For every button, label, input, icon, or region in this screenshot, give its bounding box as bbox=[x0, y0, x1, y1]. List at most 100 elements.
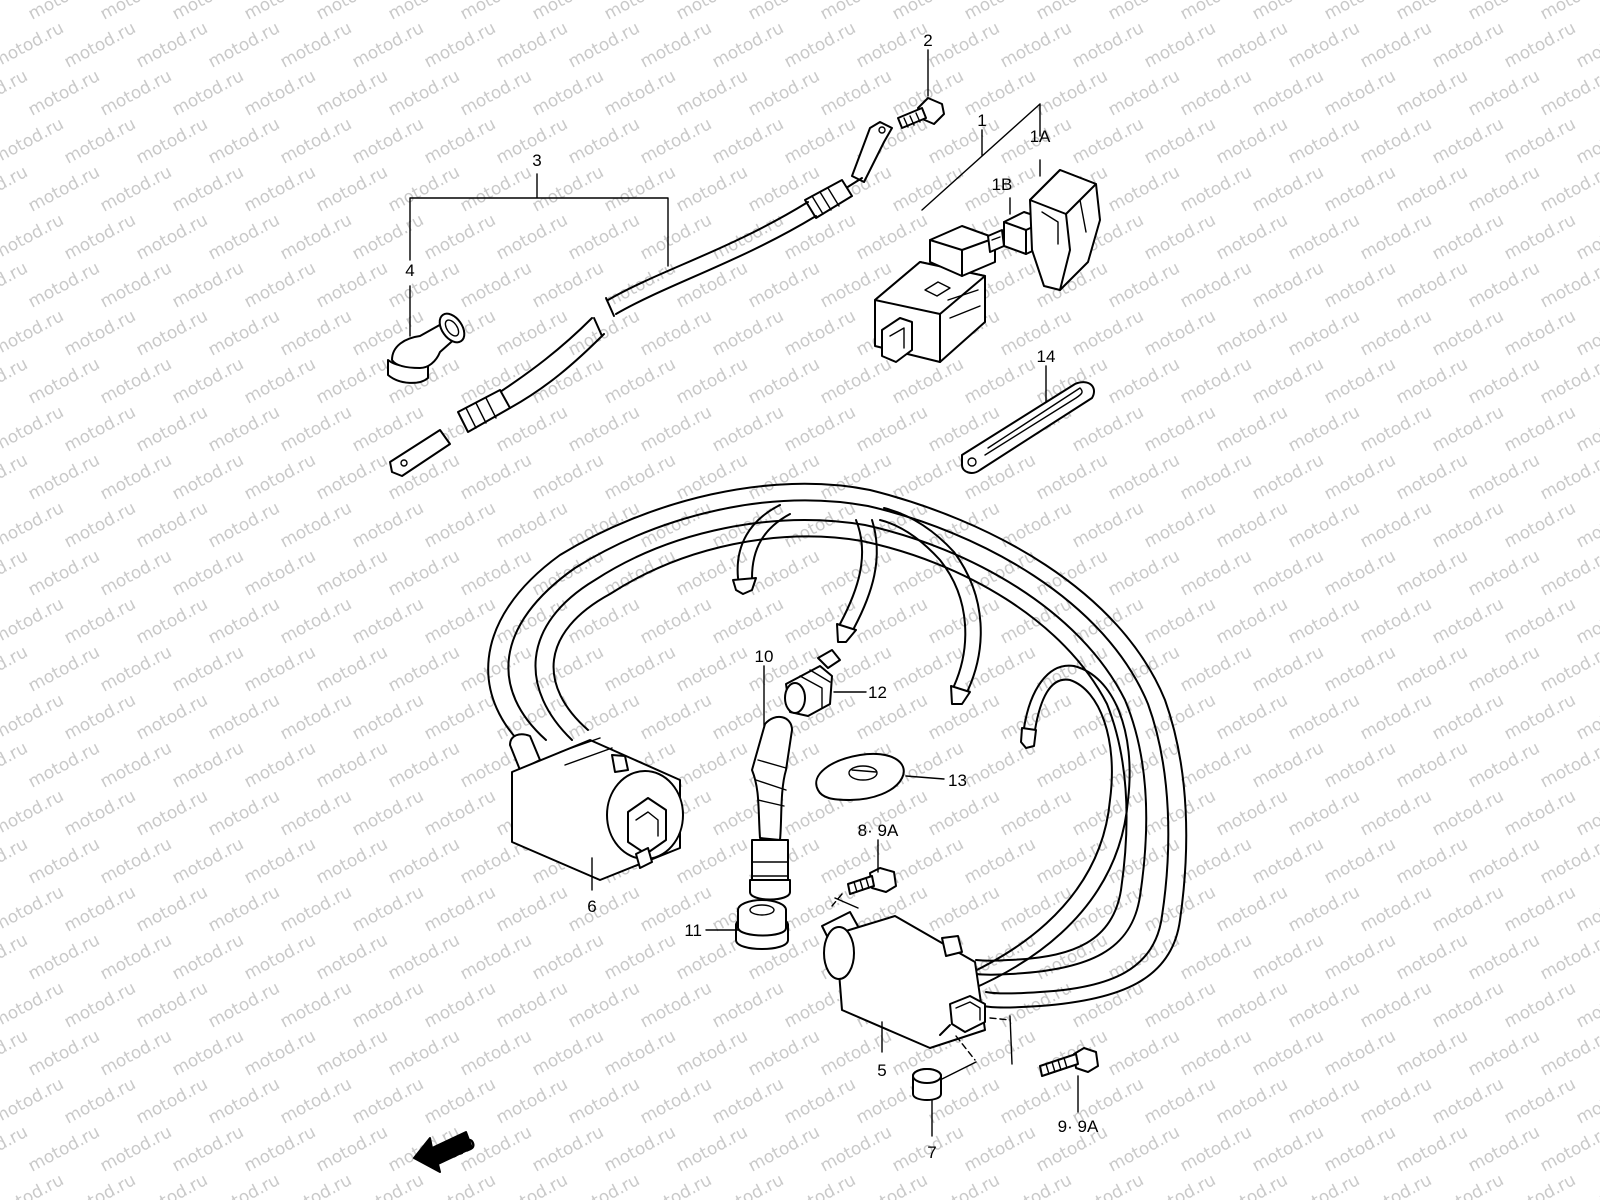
watermark-text: motod.ru bbox=[961, 66, 1039, 120]
watermark-text: motod.ru bbox=[1321, 0, 1399, 24]
watermark-text: motod.ru bbox=[1141, 978, 1219, 1032]
watermark-text: motod.ru bbox=[1429, 978, 1507, 1032]
watermark-text: motod.ru bbox=[1465, 930, 1543, 984]
watermark-text: motod.ru bbox=[493, 1074, 571, 1128]
watermark-text: motod.ru bbox=[673, 354, 751, 408]
watermark-text: motod.ru bbox=[1285, 690, 1363, 744]
watermark-text: motod.ru bbox=[61, 18, 139, 72]
watermark-text: motod.ru bbox=[565, 114, 643, 168]
plug-cap-part bbox=[749, 715, 793, 901]
callout-1a: 1A bbox=[1030, 127, 1051, 146]
watermark-text: motod.ru bbox=[1501, 498, 1579, 552]
watermark-text: motod.ru bbox=[997, 786, 1075, 840]
watermark-text: motod.ru bbox=[349, 18, 427, 72]
watermark-text: motod.ru bbox=[565, 1074, 643, 1128]
watermark-text: motod.ru bbox=[169, 0, 247, 24]
watermark-text: motod.ru bbox=[25, 930, 103, 984]
watermark-text: motod.ru bbox=[1069, 1170, 1147, 1200]
watermark-text: motod.ru bbox=[0, 978, 67, 1032]
watermark-text: motod.ru bbox=[529, 450, 607, 504]
watermark-text: motod.ru bbox=[1249, 66, 1327, 120]
bolt-8-part bbox=[847, 867, 897, 895]
watermark-text: motod.ru bbox=[277, 594, 355, 648]
watermark-text: motod.ru bbox=[0, 210, 67, 264]
watermark-text: motod.ru bbox=[0, 786, 67, 840]
watermark-text: motod.ru bbox=[133, 978, 211, 1032]
watermark-text: motod.ru bbox=[1213, 18, 1291, 72]
watermark-text: motod.ru bbox=[997, 882, 1075, 936]
watermark-text: motod.ru bbox=[1285, 402, 1363, 456]
watermark-text: motod.ru bbox=[997, 498, 1075, 552]
watermark-text: motod.ru bbox=[781, 114, 859, 168]
watermark-text: motod.ru bbox=[0, 66, 31, 120]
watermark-text: motod.ru bbox=[781, 306, 859, 360]
watermark-text: motod.ru bbox=[25, 1026, 103, 1080]
watermark-text: motod.ru bbox=[205, 786, 283, 840]
watermark-text: motod.ru bbox=[97, 258, 175, 312]
watermark-text: motod.ru bbox=[97, 0, 175, 24]
watermark-text: motod.ru bbox=[1249, 1122, 1327, 1176]
watermark-text: motod.ru bbox=[1393, 450, 1471, 504]
watermark-text: motod.ru bbox=[1429, 690, 1507, 744]
watermark-text: motod.ru bbox=[889, 354, 967, 408]
watermark-text: motod.ru bbox=[1501, 210, 1579, 264]
watermark-text: motod.ru bbox=[205, 402, 283, 456]
watermark-text: motod.ru bbox=[385, 258, 463, 312]
watermark-text: motod.ru bbox=[1033, 0, 1111, 24]
watermark-text: motod.ru bbox=[709, 978, 787, 1032]
watermark-text: motod.ru bbox=[349, 1170, 427, 1200]
watermark-text: motod.ru bbox=[169, 450, 247, 504]
watermark-text: motod.ru bbox=[781, 498, 859, 552]
watermark-text: motod.ru bbox=[1033, 834, 1111, 888]
watermark-text: motod.ru bbox=[169, 546, 247, 600]
watermark-text: motod.ru bbox=[0, 0, 31, 24]
watermark-text: motod.ru bbox=[349, 690, 427, 744]
watermark-text: motod.ru bbox=[1537, 162, 1600, 216]
watermark-text: motod.ru bbox=[1321, 258, 1399, 312]
watermark-text: motod.ru bbox=[1177, 258, 1255, 312]
watermark-text: motod.ru bbox=[1249, 834, 1327, 888]
watermark-text: motod.ru bbox=[133, 306, 211, 360]
watermark-text: motod.ru bbox=[25, 258, 103, 312]
watermark-text: motod.ru bbox=[1465, 642, 1543, 696]
watermark-text: motod.ru bbox=[817, 66, 895, 120]
watermark-text: motod.ru bbox=[565, 882, 643, 936]
watermark-text: motod.ru bbox=[1141, 1170, 1219, 1200]
watermark-text: motod.ru bbox=[277, 306, 355, 360]
watermark-text: motod.ru bbox=[25, 0, 103, 24]
callout-2: 2 bbox=[923, 31, 932, 50]
watermark-text: motod.ru bbox=[1213, 1074, 1291, 1128]
watermark-text: motod.ru bbox=[313, 834, 391, 888]
watermark-text: motod.ru bbox=[1213, 498, 1291, 552]
watermark-text: motod.ru bbox=[1537, 834, 1600, 888]
watermark-text: motod.ru bbox=[1393, 0, 1471, 24]
watermark-text: motod.ru bbox=[1249, 354, 1327, 408]
watermark-text: motod.ru bbox=[1537, 258, 1600, 312]
watermark-text: motod.ru bbox=[637, 18, 715, 72]
watermark-text: motod.ru bbox=[1177, 546, 1255, 600]
watermark-text: motod.ru bbox=[1177, 642, 1255, 696]
battery-cable-part bbox=[389, 121, 893, 477]
watermark-text: motod.ru bbox=[61, 786, 139, 840]
watermark-text: motod.ru bbox=[133, 1074, 211, 1128]
watermark-text: motod.ru bbox=[781, 1074, 859, 1128]
watermark-text: motod.ru bbox=[925, 18, 1003, 72]
watermark-text: motod.ru bbox=[817, 354, 895, 408]
watermark-text: motod.ru bbox=[241, 546, 319, 600]
watermark-text: motod.ru bbox=[1501, 978, 1579, 1032]
watermark-text: motod.ru bbox=[61, 1170, 139, 1200]
watermark-text: motod.ru bbox=[205, 210, 283, 264]
watermark-text: motod.ru bbox=[313, 546, 391, 600]
watermark-text: motod.ru bbox=[1429, 1074, 1507, 1128]
callout-9-9a: 9· 9A bbox=[1058, 1117, 1099, 1136]
watermark-text: motod.ru bbox=[385, 930, 463, 984]
watermark-text: motod.ru bbox=[133, 690, 211, 744]
watermark-text: motod.ru bbox=[637, 594, 715, 648]
watermark-text: motod.ru bbox=[637, 114, 715, 168]
watermark-text: motod.ru bbox=[853, 594, 931, 648]
terminal-cap-part bbox=[387, 312, 466, 384]
watermark-text: motod.ru bbox=[385, 738, 463, 792]
watermark-text: motod.ru bbox=[709, 1170, 787, 1200]
watermark-text: motod.ru bbox=[673, 834, 751, 888]
